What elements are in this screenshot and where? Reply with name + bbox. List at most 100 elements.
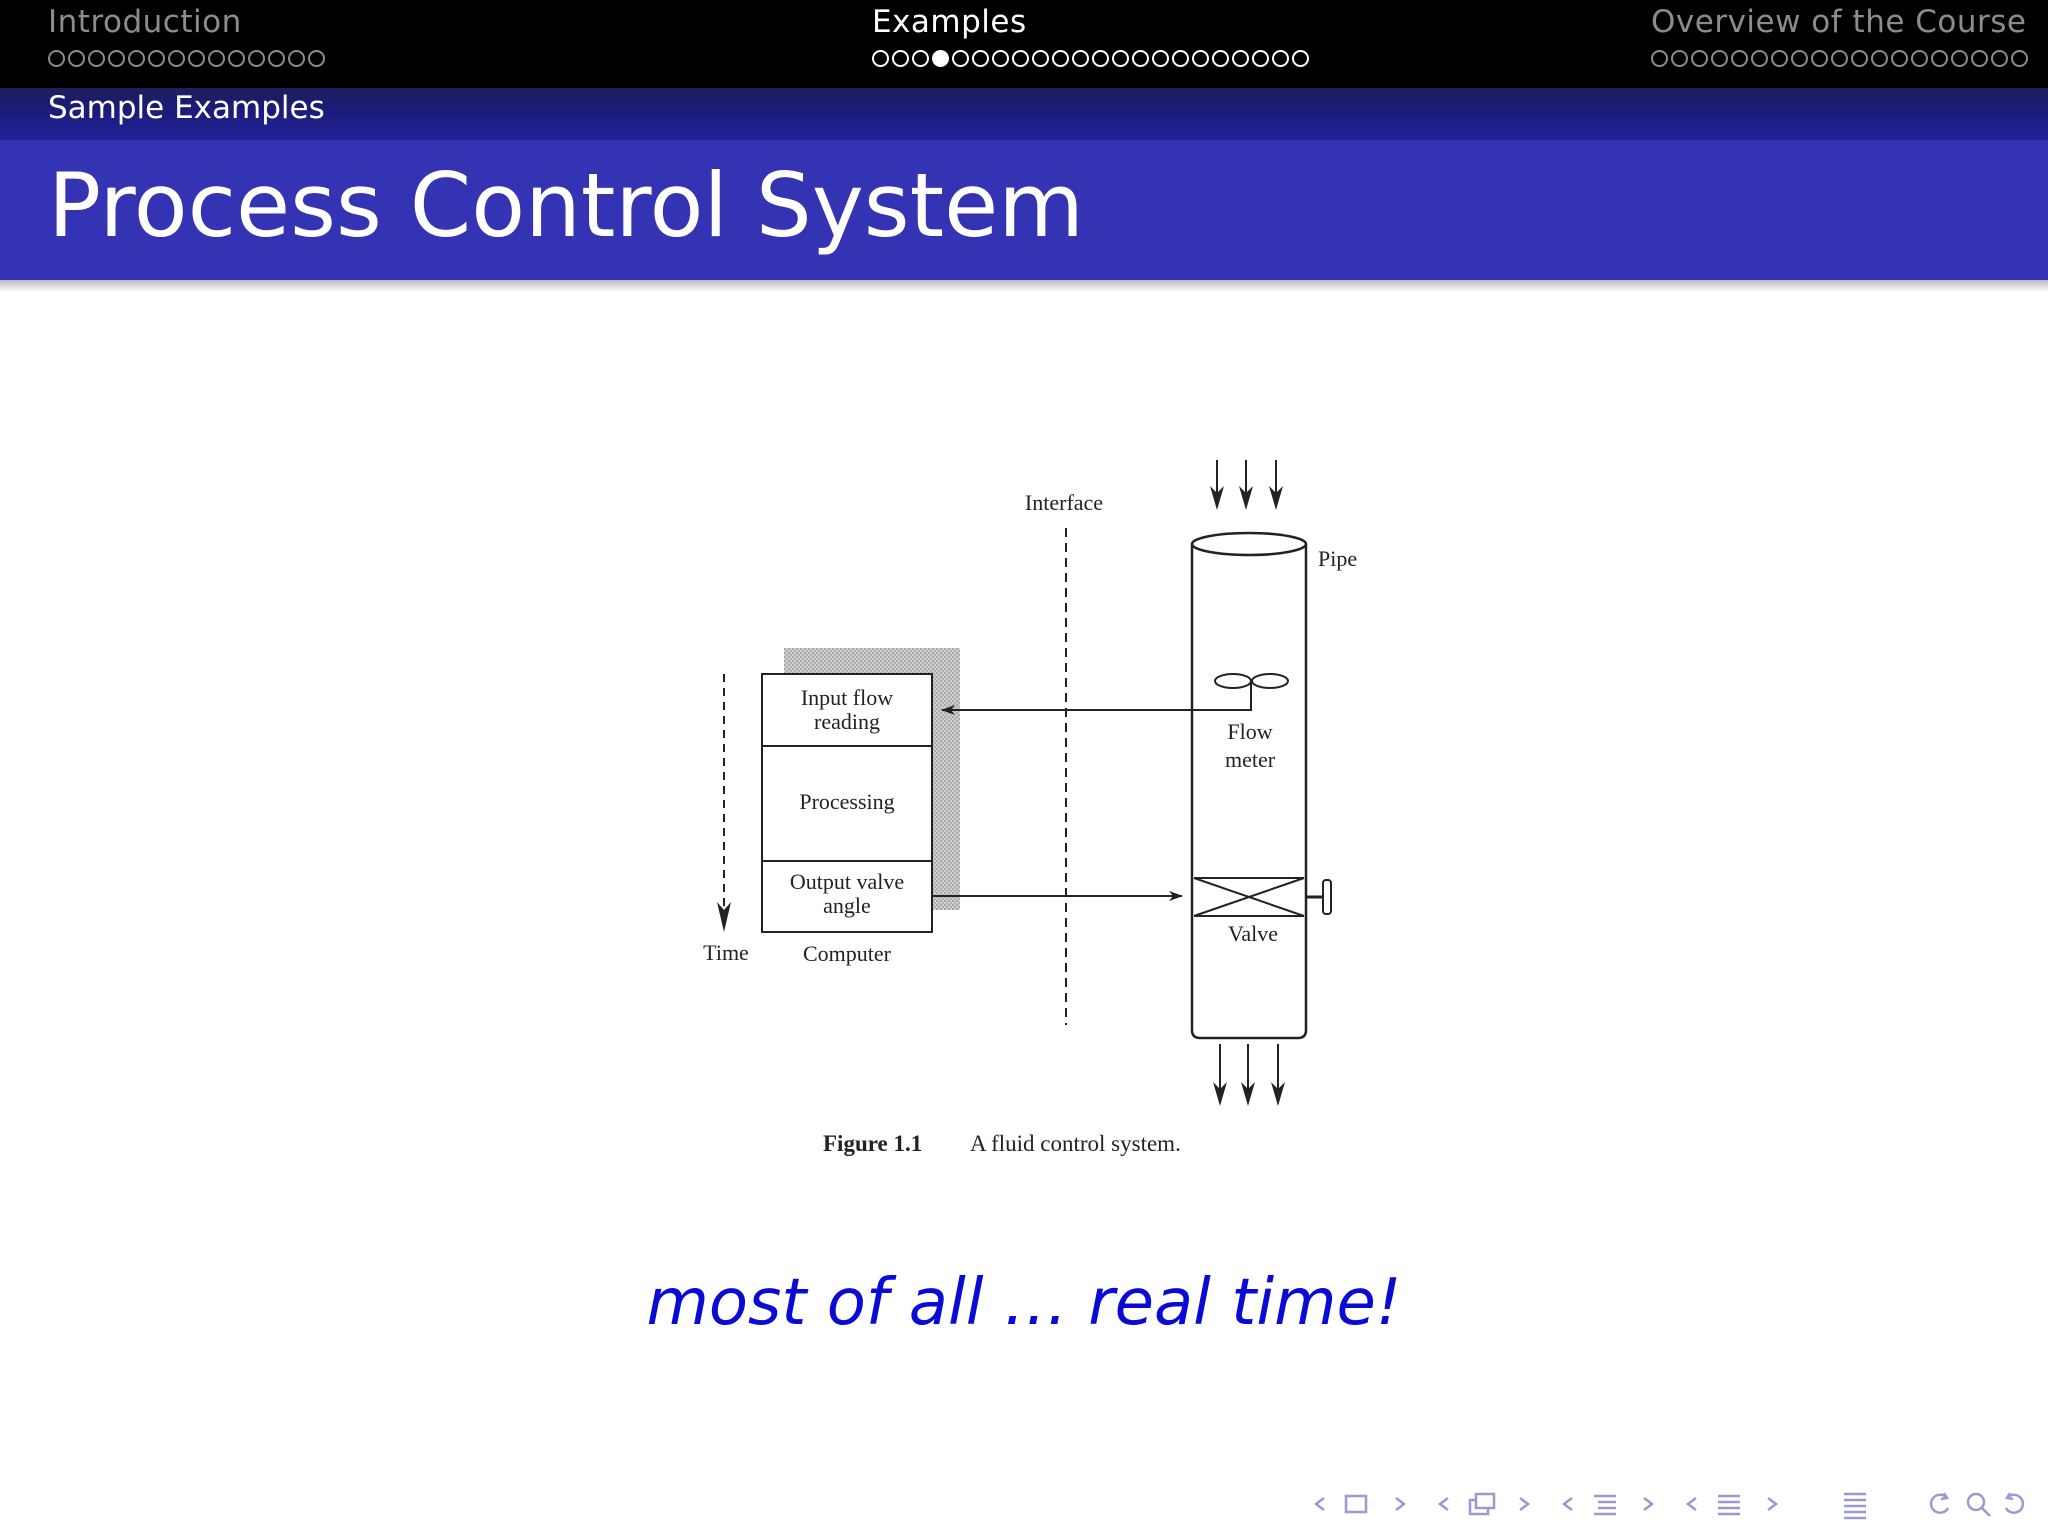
nav-frame-dot[interactable] [168,50,185,67]
output-valve-label: Output valve [790,869,904,894]
figure-caption-number: Figure 1.1 [823,1131,922,1156]
nav-frame-dot[interactable] [308,50,325,67]
pipe-label: Pipe [1318,546,1357,571]
nav-presentation-icon[interactable] [1682,1486,1782,1522]
nav-section-dots [48,50,325,67]
computer-label: Computer [803,941,892,966]
section-navigation-bar: Introduction Examples Overview of the Co… [0,0,2048,88]
subsection-title: Sample Examples [48,90,325,126]
nav-frame-dot[interactable] [892,50,909,67]
nav-frame-dot[interactable] [68,50,85,67]
emphasis-text: most of all … real time! [646,1266,1402,1340]
nav-frame-dot[interactable] [1671,50,1688,67]
flow-meter-label-2: meter [1225,747,1276,772]
input-flow-label: Input flow [801,685,893,710]
nav-frame-dot[interactable] [1911,50,1928,67]
flow-meter-label: Flow [1227,719,1272,744]
nav-frame-dot[interactable] [992,50,1009,67]
nav-frame-dot[interactable] [1272,50,1289,67]
input-flow-label-2: reading [814,709,880,734]
nav-frame-dot[interactable] [1232,50,1249,67]
nav-frame-dot[interactable] [1132,50,1149,67]
flow-meter [1214,673,1289,702]
interface-label: Interface [1025,490,1103,515]
nav-section-overview[interactable]: Overview of the Course [1651,0,2048,88]
nav-subsection-icon[interactable] [1434,1486,1534,1522]
fluid-control-figure: Input flow reading Processing Output val… [680,440,1400,1180]
nav-frame-dot[interactable] [1072,50,1089,67]
nav-frame-dot[interactable] [1971,50,1988,67]
nav-section-dots [872,50,1309,67]
nav-frame-dot[interactable] [1292,50,1309,67]
nav-frame-dot[interactable] [1112,50,1129,67]
nav-search-icon[interactable] [1920,1486,2040,1522]
nav-frame-dot[interactable] [1771,50,1788,67]
nav-frame-dot[interactable] [1192,50,1209,67]
nav-section-introduction[interactable]: Introduction [48,0,378,88]
nav-frame-dot[interactable] [912,50,929,67]
nav-frame-dot[interactable] [1791,50,1808,67]
nav-frame-dot[interactable] [1012,50,1029,67]
nav-frame-dot[interactable] [1751,50,1768,67]
nav-frame-dot[interactable] [148,50,165,67]
inflow-arrows [1210,460,1283,510]
nav-appendix-icon[interactable] [1832,1486,1882,1522]
valve [1193,877,1332,917]
nav-frame-dot[interactable] [1252,50,1269,67]
presentation-nav-controls [1310,1486,2040,1522]
nav-frame-dot[interactable] [1172,50,1189,67]
nav-frame-dot[interactable] [972,50,989,67]
nav-frame-dot[interactable] [1651,50,1668,67]
figure-caption-text: A fluid control system. [970,1131,1181,1156]
nav-section-examples[interactable]: Examples [872,0,1332,88]
nav-frame-dot[interactable] [2011,50,2028,67]
nav-frame-dot[interactable] [1951,50,1968,67]
nav-frame-dot-current[interactable] [932,50,949,67]
nav-frame-dot[interactable] [1811,50,1828,67]
nav-frame-dot[interactable] [48,50,65,67]
figure-diagram: Input flow reading Processing Output val… [703,460,1357,1156]
pipe [1190,531,1308,1040]
nav-frame-dot[interactable] [1052,50,1069,67]
nav-section-dots [1651,50,2028,67]
nav-frame-dot[interactable] [872,50,889,67]
nav-frame-dot[interactable] [1212,50,1229,67]
frame-title: Process Control System [48,154,1085,257]
nav-frame-dot[interactable] [1711,50,1728,67]
nav-section-title[interactable]: Examples [872,4,1027,40]
nav-frame-icon[interactable] [1310,1486,1410,1522]
nav-frame-dot[interactable] [1891,50,1908,67]
time-arrowhead [717,902,731,932]
nav-frame-dot[interactable] [288,50,305,67]
nav-frame-dot[interactable] [1871,50,1888,67]
output-valve-label-2: angle [823,893,871,918]
subsection-bar: Sample Examples [0,88,2048,140]
nav-frame-dot[interactable] [128,50,145,67]
nav-frame-dot[interactable] [1092,50,1109,67]
nav-frame-dot[interactable] [1152,50,1169,67]
nav-section-title[interactable]: Overview of the Course [1651,4,2027,40]
nav-frame-dot[interactable] [88,50,105,67]
nav-frame-dot[interactable] [228,50,245,67]
nav-section-icon[interactable] [1558,1486,1658,1522]
nav-frame-dot[interactable] [1731,50,1748,67]
nav-frame-dot[interactable] [248,50,265,67]
nav-frame-dot[interactable] [1991,50,2008,67]
frame-title-bar: Process Control System [0,140,2048,292]
nav-frame-dot[interactable] [1931,50,1948,67]
nav-frame-dot[interactable] [952,50,969,67]
time-label: Time [703,940,749,965]
processing-label: Processing [799,789,894,814]
nav-frame-dot[interactable] [1851,50,1868,67]
computer-box [761,673,933,933]
nav-frame-dot[interactable] [1831,50,1848,67]
nav-frame-dot[interactable] [268,50,285,67]
outflow-arrows [1213,1044,1285,1106]
valve-label: Valve [1228,921,1278,946]
nav-frame-dot[interactable] [1691,50,1708,67]
nav-frame-dot[interactable] [208,50,225,67]
nav-frame-dot[interactable] [1032,50,1049,67]
nav-section-title[interactable]: Introduction [48,4,242,40]
nav-frame-dot[interactable] [188,50,205,67]
nav-frame-dot[interactable] [108,50,125,67]
